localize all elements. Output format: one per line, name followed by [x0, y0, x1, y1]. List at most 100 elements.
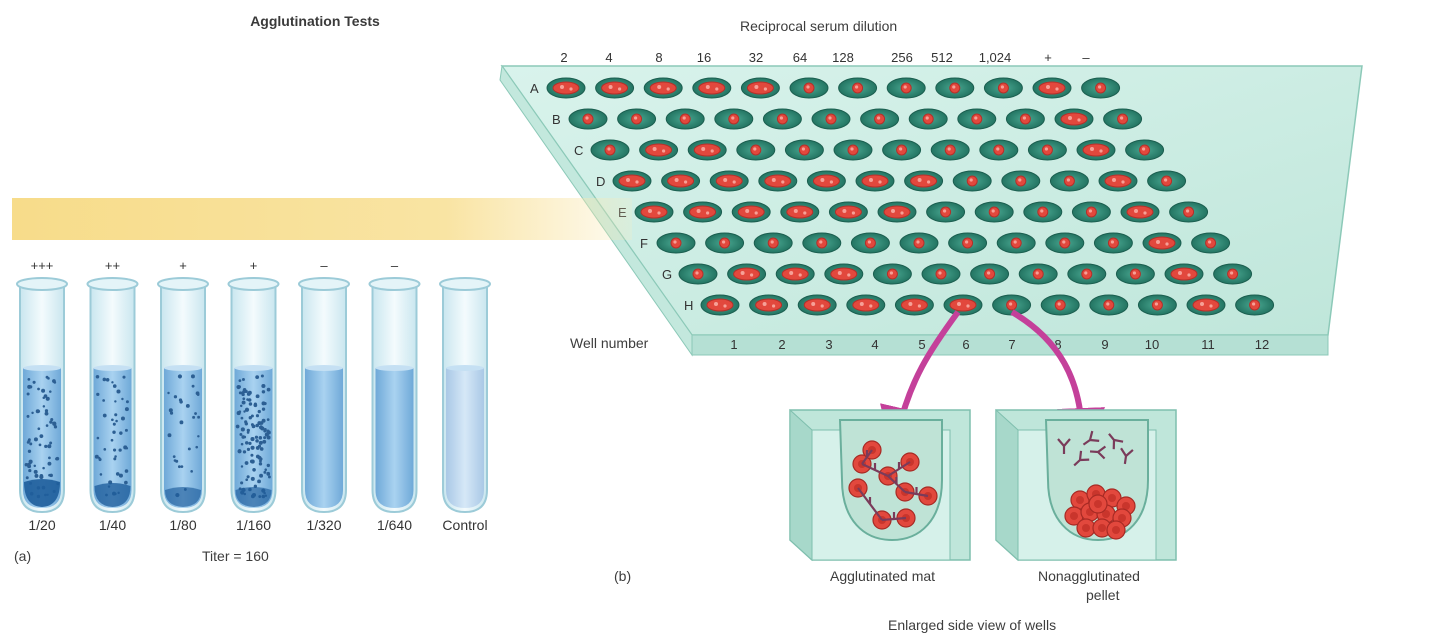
- test-tube-4: +1/160: [227, 258, 280, 533]
- agglutinate-particle: [48, 473, 51, 477]
- well-number-4: 4: [871, 337, 878, 352]
- agglutinate-particle: [250, 445, 255, 450]
- well-B7: [860, 108, 900, 130]
- agglutinate-particle: [197, 415, 201, 419]
- agglutinate-particle: [97, 456, 101, 460]
- agglutinate-particle: [124, 469, 129, 473]
- well-D10: [1049, 170, 1089, 192]
- agglutinate-particle: [194, 412, 197, 415]
- agglutinate-particle: [259, 447, 264, 451]
- well-G11: [1164, 263, 1204, 285]
- well-D11: [1098, 170, 1138, 192]
- test-tube-7: Control: [439, 277, 491, 533]
- column-header-7: 128: [832, 50, 854, 65]
- agglutinate-particle: [266, 429, 270, 433]
- antibody-bridge: [881, 512, 907, 522]
- agglutinate-particle: [167, 391, 170, 395]
- well-F5: [850, 232, 890, 254]
- agglutinate-particle: [49, 441, 53, 445]
- agglutinate-particle: [236, 411, 241, 416]
- column-header-1: 2: [560, 50, 567, 65]
- agglutinate-particle: [247, 398, 252, 402]
- well-number-9: 9: [1101, 337, 1108, 352]
- agglutinate-particle: [190, 470, 193, 473]
- agglutinate-particle: [241, 400, 246, 405]
- agglutinate-particle: [261, 383, 266, 389]
- agglutinate-particle: [191, 384, 195, 388]
- column-header-3: 8: [655, 50, 662, 65]
- well-D3: [709, 170, 749, 192]
- agglutinate-particle: [47, 377, 50, 380]
- agglutinate-particle: [52, 379, 56, 383]
- agglutinate-particle: [257, 444, 262, 448]
- agglutinate-particle: [112, 448, 117, 452]
- well-A3: [643, 77, 683, 99]
- agglutinate-particle: [115, 419, 118, 423]
- well-C9: [979, 139, 1019, 161]
- tube-sediment: [24, 479, 60, 507]
- free-antibody: [1089, 445, 1107, 460]
- agglutinate-particle: [27, 384, 32, 389]
- well-B1: [568, 108, 608, 130]
- well-number-5: 5: [918, 337, 925, 352]
- agglutinate-particle: [261, 418, 266, 423]
- agglutinate-particle: [102, 413, 107, 418]
- well-H11: [1186, 294, 1226, 316]
- agglutinate-particle: [118, 473, 123, 478]
- agglutinate-particle: [39, 474, 44, 480]
- well-number-6: 6: [962, 337, 969, 352]
- agglutinate-particle: [190, 374, 195, 379]
- well-D6: [855, 170, 895, 192]
- agglutinate-particle: [250, 476, 255, 481]
- agglutinate-particle: [263, 428, 267, 432]
- agglutinate-particle: [52, 421, 57, 426]
- agglutinate-particle: [258, 462, 263, 466]
- well-number-10: 10: [1145, 337, 1159, 352]
- agglutinate-particle: [102, 377, 107, 382]
- agglutinate-particle: [264, 468, 268, 472]
- nonagglutinated-caption-line2: pellet: [1086, 587, 1120, 603]
- well-A5: [740, 77, 780, 99]
- agglutinate-particle: [255, 439, 259, 443]
- tube-fluid: [93, 368, 132, 508]
- column-header-11: +: [1044, 50, 1052, 65]
- well-A11: [1032, 77, 1072, 99]
- agglutinate-particle: [26, 414, 30, 418]
- agglutinate-particle: [237, 449, 242, 454]
- column-header-4: 16: [697, 50, 711, 65]
- agglutinate-particle: [113, 457, 117, 461]
- well-G5: [872, 263, 912, 285]
- agglutinate-particle: [27, 462, 31, 467]
- well-D7: [904, 170, 944, 192]
- row-label-H: H: [684, 298, 693, 313]
- agglutinate-particle: [27, 377, 31, 381]
- free-antibody: [1082, 430, 1100, 446]
- well-B2: [617, 108, 657, 130]
- well-H7: [992, 294, 1032, 316]
- agglutinate-particle: [240, 465, 244, 468]
- well-C8: [930, 139, 970, 161]
- well-B5: [762, 108, 802, 130]
- agglutinate-particle: [245, 441, 249, 445]
- antibody-bridge: [904, 487, 929, 498]
- agglutinate-particle: [238, 379, 242, 383]
- tube-dilution-label: 1/40: [99, 517, 126, 533]
- well-number-label: Well number: [570, 335, 649, 351]
- agglutinate-particle: [250, 423, 254, 427]
- tube-reaction-label: +: [179, 258, 187, 273]
- tube-dilution-label: 1/320: [306, 517, 341, 533]
- titer-label: Titer = 160: [202, 548, 269, 564]
- well-F9: [1045, 232, 1085, 254]
- agglutinate-particle: [248, 402, 253, 406]
- agglutinate-particle: [53, 425, 58, 429]
- agglutinate-particle: [266, 387, 271, 392]
- antibody-bridge: [887, 475, 906, 493]
- agglutinate-particle: [259, 457, 263, 461]
- tube-sediment: [165, 487, 201, 507]
- row-label-A: A: [530, 81, 539, 96]
- tube-sediment: [235, 487, 272, 507]
- tube-reaction-label: ++: [105, 258, 120, 273]
- well-number-12: 12: [1255, 337, 1269, 352]
- agglutinate-particle: [44, 411, 49, 416]
